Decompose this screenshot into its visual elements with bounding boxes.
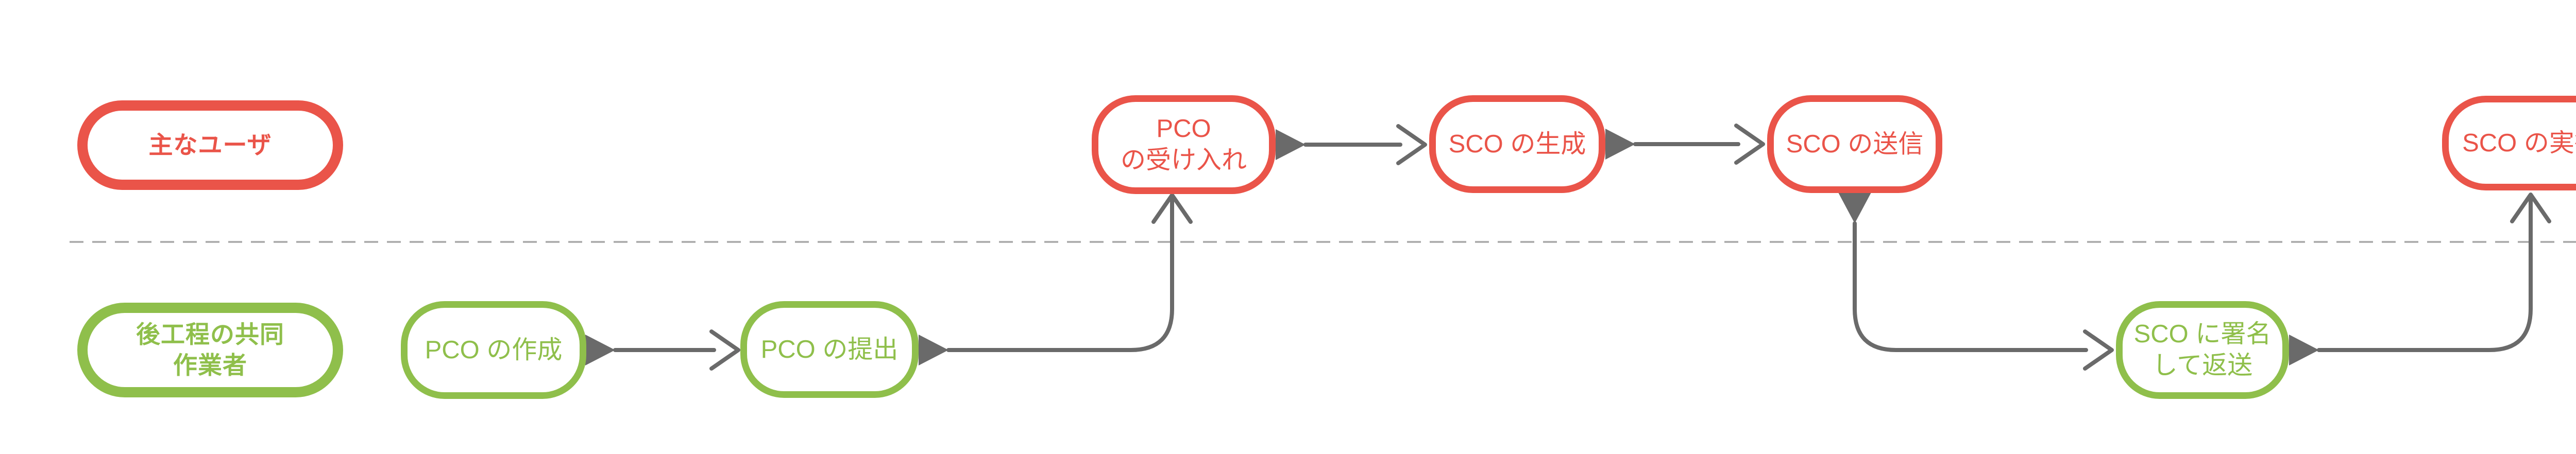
step-node-accept-pco[interactable]: PCO の受け入れ [1092, 95, 1276, 194]
lane-label-main-user[interactable]: 主なユーザ [77, 100, 343, 190]
step-node-sign-return-sco-text: SCO に署名 して返送 [2133, 320, 2272, 379]
arrow-end-chevron-icon [709, 329, 740, 371]
step-node-send-sco[interactable]: SCO の送信 [1767, 95, 1942, 193]
connector-sign-return-sco-to-execute-sco[interactable] [2289, 193, 2551, 365]
arrow-start-triangle-icon [2289, 335, 2319, 365]
arrow-start-triangle-icon [1605, 129, 1635, 160]
connector-accept-pco-to-generate-sco[interactable] [1276, 124, 1427, 165]
lane-label-downstream-collaborator[interactable]: 後工程の共同 作業者 [77, 303, 343, 397]
arrow-line [1853, 221, 2088, 352]
step-node-accept-pco-text: PCO の受け入れ [1120, 115, 1247, 174]
arrow-end-chevron-icon [2510, 193, 2551, 223]
step-node-execute-sco-text: SCO の実行 [2462, 129, 2576, 157]
arrow-end-chevron-icon [1734, 124, 1765, 165]
step-node-send-sco-text: SCO の送信 [1786, 130, 1924, 158]
connector-submit-pco-to-accept-pco[interactable] [919, 193, 1193, 365]
arrow-start-triangle-icon [919, 335, 948, 365]
step-node-sign-return-sco[interactable]: SCO に署名 して返送 [2116, 301, 2289, 399]
connector-send-sco-to-sign-return-sco[interactable] [1838, 193, 2114, 371]
arrow-end-chevron-icon [1396, 124, 1427, 165]
arrow-line [946, 196, 1174, 352]
step-node-generate-sco[interactable]: SCO の生成 [1429, 95, 1605, 193]
arrow-start-triangle-icon [585, 335, 615, 365]
arrow-end-chevron-icon [1151, 193, 1193, 224]
step-node-submit-pco[interactable]: PCO の提出 [740, 301, 919, 398]
lane-label-downstream-collaborator-text: 後工程の共同 作業者 [136, 321, 284, 379]
arrow-line [2317, 196, 2533, 352]
arrow-start-triangle-icon [1276, 129, 1306, 160]
arrow-end-chevron-icon [2083, 329, 2114, 371]
step-node-create-pco[interactable]: PCO の作成 [401, 301, 586, 399]
lane-label-main-user-text: 主なユーザ [148, 131, 272, 159]
connector-generate-sco-to-send-sco[interactable] [1605, 124, 1765, 165]
arrow-start-triangle-icon [1838, 193, 1871, 223]
step-node-submit-pco-text: PCO の提出 [760, 335, 899, 363]
step-node-create-pco-text: PCO の作成 [425, 336, 563, 364]
step-node-generate-sco-text: SCO の生成 [1448, 130, 1586, 158]
step-node-execute-sco[interactable]: SCO の実行 [2442, 96, 2576, 190]
connector-create-pco-to-submit-pco[interactable] [585, 329, 740, 371]
